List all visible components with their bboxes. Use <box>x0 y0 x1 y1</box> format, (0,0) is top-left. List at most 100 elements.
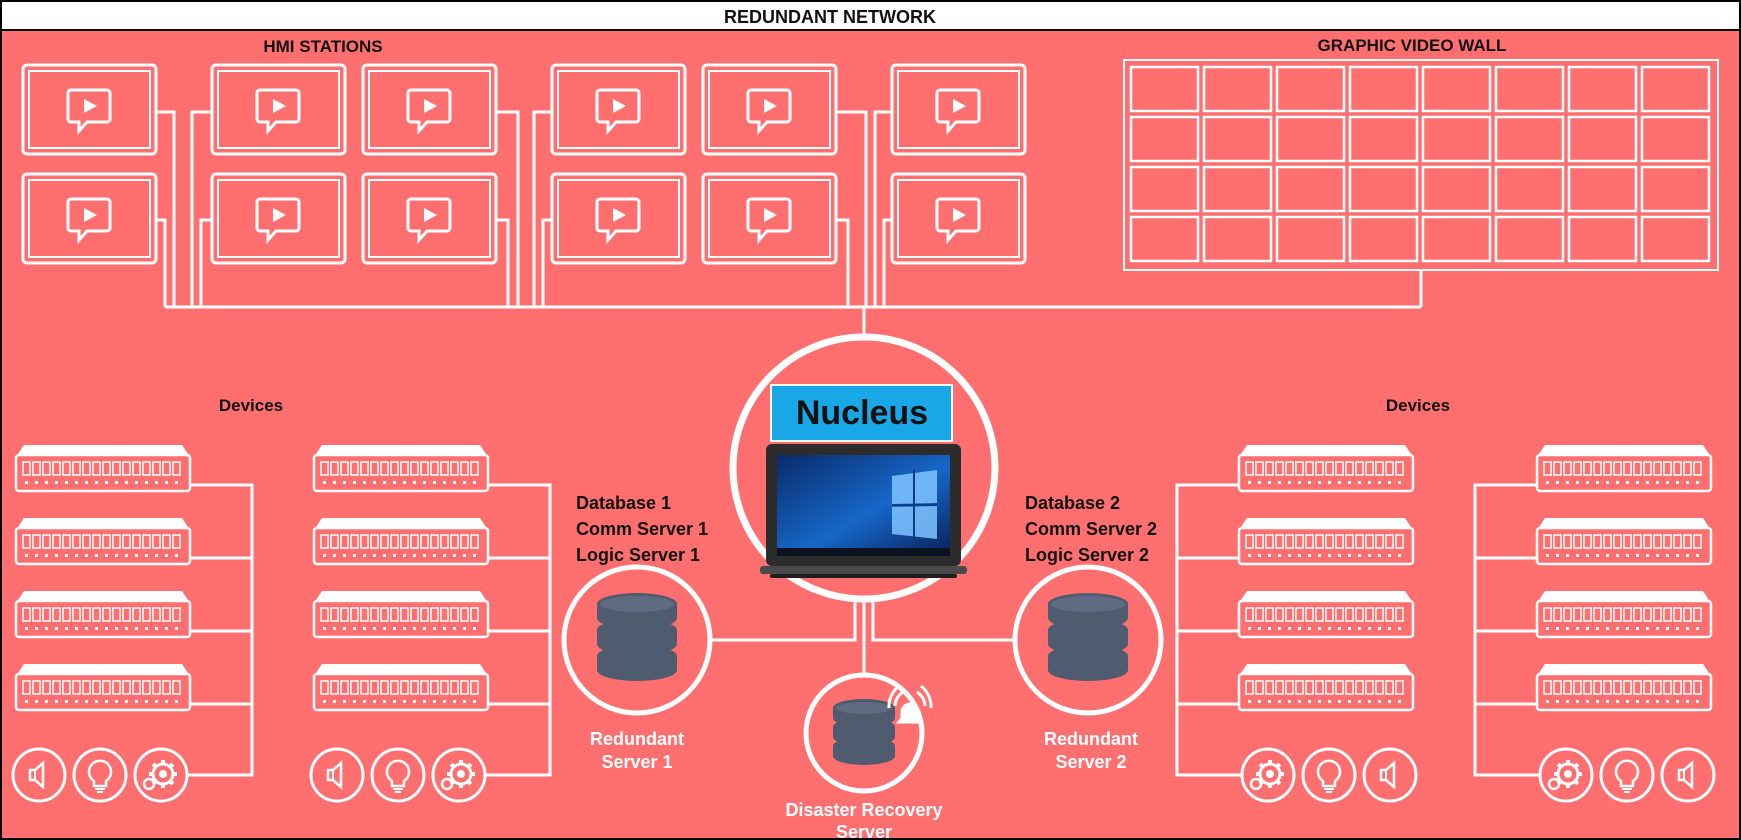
server2-caption-line2: Server 2 <box>1055 752 1126 772</box>
video-wall-panel <box>1640 115 1711 163</box>
video-wall-panel <box>1567 215 1638 263</box>
graphic-video-wall <box>1123 59 1719 271</box>
video-wall-panel <box>1494 65 1565 113</box>
video-wall-panel <box>1494 165 1565 213</box>
play-chat-icon <box>746 197 792 244</box>
database-icon <box>597 593 677 681</box>
field-device-icons <box>11 747 1716 803</box>
network-switch-icon <box>14 518 192 566</box>
video-wall-panel <box>1202 165 1273 213</box>
hmi-station <box>21 63 158 156</box>
video-wall-panel <box>1129 65 1200 113</box>
video-wall-panel <box>1421 165 1492 213</box>
network-switch-icon <box>1237 664 1415 712</box>
network-switch-icon <box>1535 664 1713 712</box>
network-wire <box>882 218 892 307</box>
video-wall-panel <box>1421 215 1492 263</box>
network-switch-icon <box>14 664 192 712</box>
video-wall-panel <box>1567 65 1638 113</box>
video-wall-panel <box>1421 115 1492 163</box>
video-wall-panel <box>1275 115 1346 163</box>
video-wall-panel <box>1567 165 1638 213</box>
hmi-stations <box>21 63 1027 265</box>
video-wall-panel <box>1202 215 1273 263</box>
server2-role-1: Database 2 <box>1025 493 1120 513</box>
play-chat-icon <box>406 197 452 244</box>
play-chat-icon <box>746 88 792 135</box>
speaker-icon <box>309 747 365 803</box>
play-chat-icon <box>66 88 112 135</box>
hmi-station <box>701 172 838 265</box>
network-switch-icon <box>312 445 490 493</box>
video-wall-panel <box>1348 115 1419 163</box>
video-wall-panel <box>1494 115 1565 163</box>
video-wall-panel <box>1129 215 1200 263</box>
play-chat-icon <box>255 88 301 135</box>
network-wire <box>190 110 212 307</box>
dr-caption-line2: Server <box>836 822 892 840</box>
laptop-icon <box>760 444 967 578</box>
network-wire <box>156 218 167 307</box>
redundant-server-1: Database 1 Comm Server 1 Logic Server 1 … <box>561 493 713 772</box>
gear-icon <box>1240 747 1296 803</box>
devices-right-label: Devices <box>1386 396 1450 415</box>
video-wall-panel <box>1275 65 1346 113</box>
server2-caption-line1: Redundant <box>1044 729 1138 749</box>
video-wall-panel <box>1421 65 1492 113</box>
play-chat-icon <box>406 88 452 135</box>
network-switch-icon <box>1535 518 1713 566</box>
hmi-station <box>550 172 687 265</box>
database-icon <box>1048 593 1128 681</box>
hmi-stations-label: HMI STATIONS <box>263 37 382 56</box>
network-wire <box>836 218 850 307</box>
nucleus-brand-label: Nucleus <box>796 394 928 432</box>
server1-caption-line1: Redundant <box>590 729 684 749</box>
network-switch-icon <box>1237 445 1415 493</box>
network-wire <box>496 110 520 307</box>
network-wire <box>871 602 1015 642</box>
hmi-station <box>550 63 687 156</box>
video-wall-panel <box>1129 165 1200 213</box>
server1-role-1: Database 1 <box>576 493 671 513</box>
server2-role-3: Logic Server 2 <box>1025 545 1149 565</box>
network-wire <box>156 110 176 307</box>
play-chat-icon <box>595 197 641 244</box>
devices-left-label: Devices <box>219 396 283 415</box>
database-icon <box>833 699 895 765</box>
network-wire <box>532 110 552 307</box>
hmi-station <box>361 63 498 156</box>
video-wall-panel <box>1640 215 1711 263</box>
video-wall-panel <box>1275 165 1346 213</box>
video-wall-panel <box>1202 65 1273 113</box>
hmi-station <box>210 63 347 156</box>
video-wall-panel <box>1640 65 1711 113</box>
speaker-icon <box>1660 747 1716 803</box>
video-wall-panel <box>1348 65 1419 113</box>
network-switch-icon <box>1237 591 1415 639</box>
gear-icon <box>431 747 487 803</box>
video-wall-panel <box>1494 215 1565 263</box>
network-switch-icon <box>14 445 192 493</box>
network-wire <box>710 602 857 642</box>
play-chat-icon <box>255 197 301 244</box>
play-chat-icon <box>935 88 981 135</box>
dr-caption-line1: Disaster Recovery <box>785 800 942 820</box>
network-switch-icon <box>312 591 490 639</box>
network-switch-icon <box>312 518 490 566</box>
device-racks <box>14 445 1713 712</box>
hmi-station <box>890 63 1027 156</box>
video-wall-panel <box>1348 165 1419 213</box>
video-wall-panel <box>1348 215 1419 263</box>
server1-caption-line2: Server 1 <box>601 752 672 772</box>
gear-icon <box>1538 747 1594 803</box>
network-wire <box>836 110 868 307</box>
hmi-station <box>701 63 838 156</box>
server1-role-3: Logic Server 1 <box>576 545 700 565</box>
network-wire <box>873 110 892 307</box>
network-switch-icon <box>312 664 490 712</box>
hmi-station <box>361 172 498 265</box>
server1-role-2: Comm Server 1 <box>576 519 708 539</box>
network-switch-icon <box>1535 591 1713 639</box>
